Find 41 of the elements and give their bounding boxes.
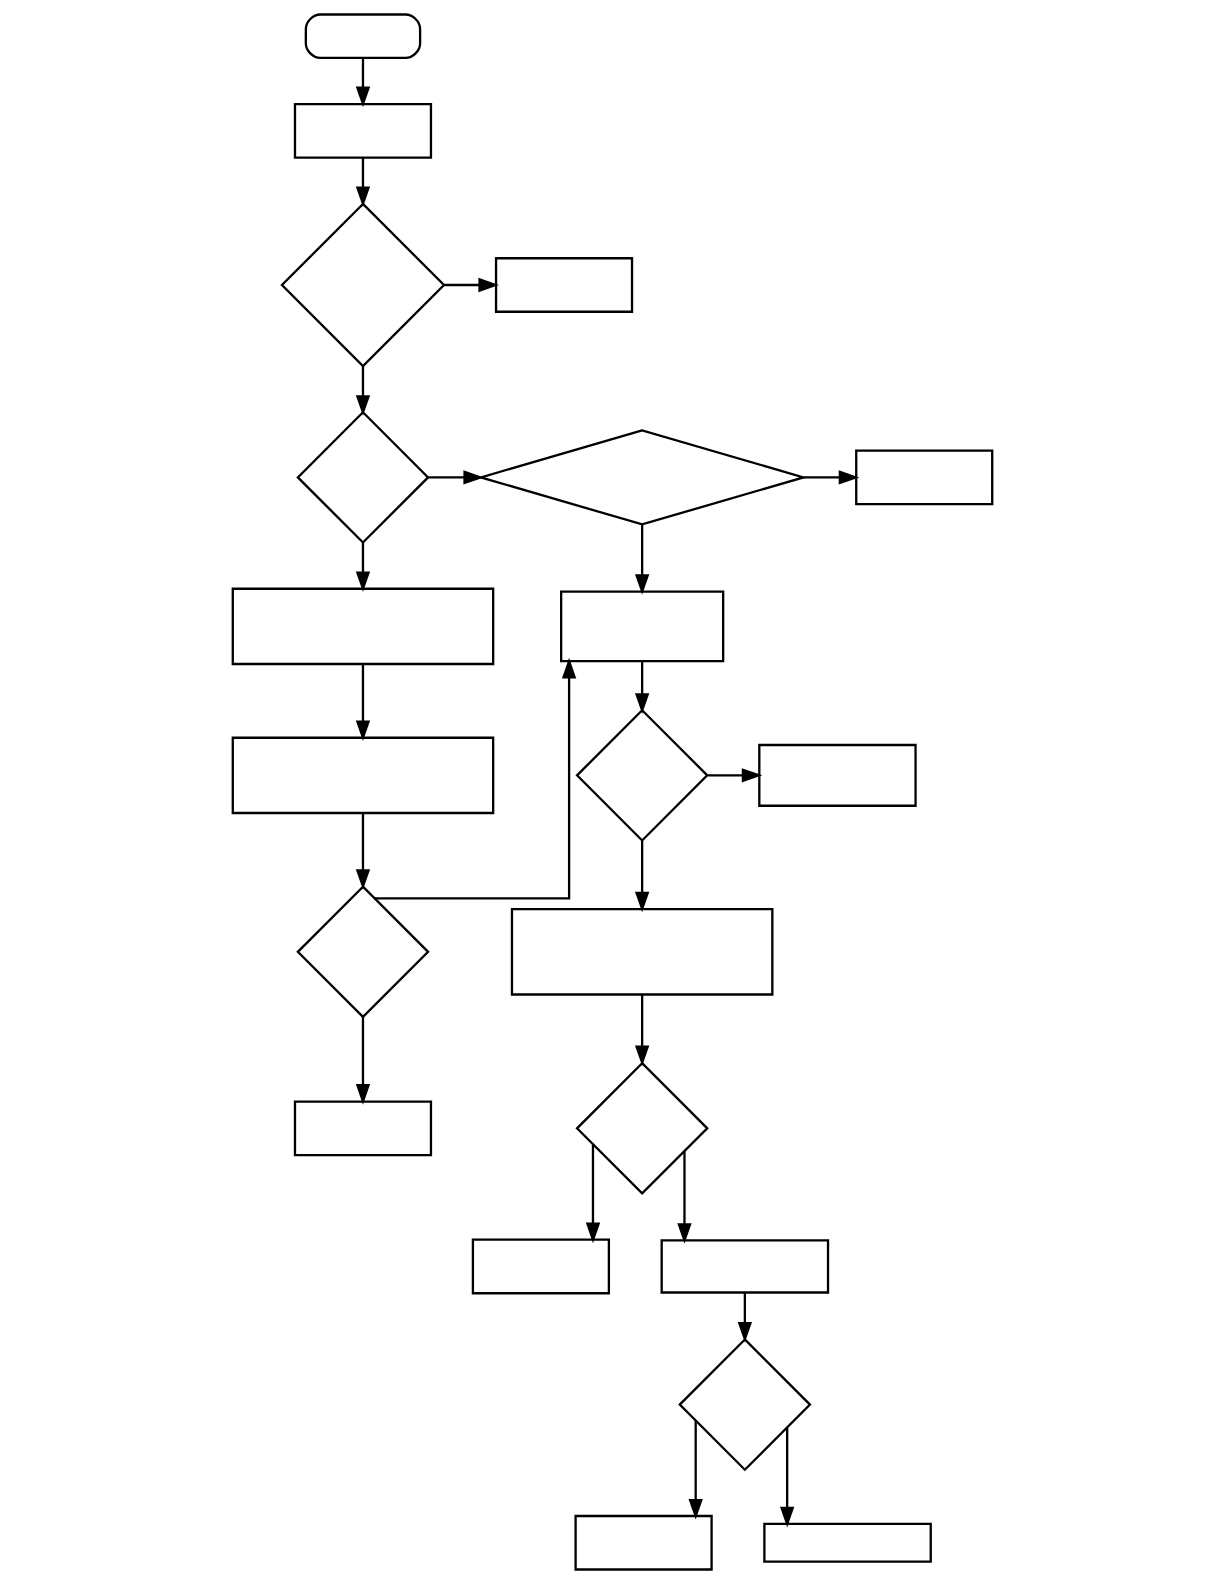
node-diamond <box>295 410 430 545</box>
arrow <box>355 813 370 890</box>
node-box <box>494 257 633 313</box>
arrow <box>688 1421 703 1520</box>
arrow <box>634 840 649 913</box>
node-box <box>559 590 724 663</box>
node-diamond <box>574 1061 709 1196</box>
node-box <box>762 1522 932 1563</box>
arrow <box>634 661 649 714</box>
node-oval <box>304 13 421 60</box>
node-box <box>293 1100 432 1157</box>
node-box <box>231 736 494 815</box>
arrow <box>634 994 649 1067</box>
node-diamond <box>279 202 446 368</box>
node-box <box>757 743 917 807</box>
arrow <box>779 1427 794 1528</box>
arrow <box>355 366 370 416</box>
arrow <box>443 277 499 293</box>
arrow <box>737 1293 752 1343</box>
node-box <box>573 1514 713 1571</box>
node-diamond <box>295 885 430 1019</box>
arrow <box>374 657 576 900</box>
arrow <box>427 470 484 485</box>
node-box <box>510 908 773 996</box>
arrow <box>355 58 370 108</box>
arrow <box>676 1151 692 1244</box>
arrow <box>355 157 370 207</box>
node-box <box>293 103 432 159</box>
arrow <box>585 1144 600 1244</box>
arrow <box>355 542 370 592</box>
arrow <box>355 664 370 741</box>
arrow <box>634 524 649 595</box>
node-diamond <box>677 1337 812 1472</box>
arrow <box>803 470 859 485</box>
arrow <box>707 768 762 783</box>
node-box <box>231 587 494 666</box>
node-diamond <box>574 708 709 843</box>
node-box <box>660 1239 829 1294</box>
arrow <box>355 1017 370 1105</box>
node-box <box>854 449 993 506</box>
node-box <box>471 1238 610 1295</box>
